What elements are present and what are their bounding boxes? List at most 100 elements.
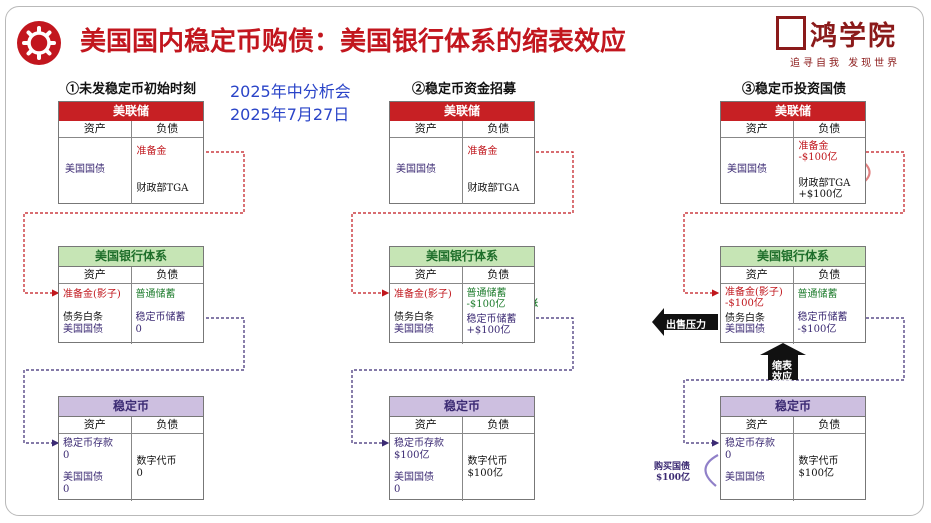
shrink-effect-label-1: 缩表 <box>772 361 792 372</box>
bank-liab-stable-deposits: 稳定币储蓄 <box>797 312 848 323</box>
page-title: 美国国内稳定币购债：美国银行体系的缩表效应 <box>80 27 627 57</box>
bank-title: 美国银行体系 <box>390 247 534 267</box>
bank-title: 美国银行体系 <box>721 247 865 267</box>
panel-2-subtitle: ②稳定币资金招募 <box>412 82 517 97</box>
panel-1-fed-table: 美联储 资产 负债 美国国债 准备金 财政部TGA <box>58 101 204 204</box>
fed-asset-treasury: 美国国债 <box>65 164 105 175</box>
liab-head: 负债 <box>487 122 510 135</box>
bank-liab-stable-change: -$100亿 <box>797 324 837 335</box>
gear-logo-icon <box>16 20 62 66</box>
fed-title: 美联储 <box>721 102 865 121</box>
fed-liab-reserves: 准备金 <box>798 141 829 152</box>
stable-liab-token-value: $100亿 <box>798 468 834 479</box>
panel-1-subtitle: ①未发稳定币初始时刻 <box>66 82 197 97</box>
asset-head: 资产 <box>59 121 132 137</box>
panel-3-stable-table: 稳定币 资产 负债 稳定币存款 0 美国国债 数字代币 $100亿 <box>720 396 866 501</box>
liab-head: 负债 <box>487 268 510 281</box>
asset-head: 资产 <box>59 417 132 433</box>
fed-asset-treasury: 美国国债 <box>396 164 436 175</box>
stable-asset-treasury: 美国国债 <box>394 472 434 483</box>
fed-asset-treasury: 美国国债 <box>727 164 767 175</box>
stable-asset-deposit-value: 0 <box>63 450 70 461</box>
panel-2-bank-table: 美国银行体系 资产 负债 准备金(影子) 债务白条 美国国债 普通储蓄 -$100… <box>389 246 535 344</box>
shrink-effect-label-2: 效应 <box>772 372 792 383</box>
bank-liab-stable-change: +$100亿 <box>466 325 511 336</box>
liab-head: 负债 <box>818 268 841 281</box>
stable-asset-deposit-value: 0 <box>725 450 732 461</box>
bank-asset-treasury: 美国国债 <box>394 324 434 335</box>
panel-1-stable-table: 稳定币 资产 负债 稳定币存款 0 美国国债 0 数字代币 0 <box>58 396 204 501</box>
stable-liab-token-value: $100亿 <box>467 468 503 479</box>
fed-title: 美联储 <box>390 102 534 121</box>
stable-asset-deposit-value: $100亿 <box>394 450 430 461</box>
meeting-date: 2025年7月27日 <box>230 105 350 124</box>
stable-asset-deposit: 稳定币存款 <box>394 438 444 449</box>
liab-head: 负债 <box>487 418 510 431</box>
liab-head: 负债 <box>156 268 179 281</box>
stable-asset-deposit: 稳定币存款 <box>725 438 775 449</box>
bank-asset-iou: 债务白条 <box>63 312 103 323</box>
fed-liab-reserves-change: -$100亿 <box>798 152 838 163</box>
bank-liab-deposits: 普通储蓄 <box>135 289 176 300</box>
stable-title: 稳定币 <box>721 397 865 417</box>
panel-3-subtitle: ③稳定币投资国债 <box>742 82 847 97</box>
bank-liab-stable-value: 0 <box>135 324 142 335</box>
bank-liab-deposits: 普通储蓄 <box>466 288 507 299</box>
bank-asset-iou: 债务白条 <box>394 312 434 323</box>
fed-liab-tga: 财政部TGA <box>798 178 851 189</box>
asset-head: 资产 <box>721 267 794 283</box>
liab-head: 负债 <box>818 122 841 135</box>
stable-liab-token: 数字代币 <box>136 456 177 467</box>
buy-treasury-label: 购买国债 <box>654 462 691 472</box>
bank-liab-stable-deposits: 稳定币储蓄 <box>135 312 186 323</box>
stable-liab-token: 数字代币 <box>467 456 508 467</box>
stable-title: 稳定币 <box>390 397 534 417</box>
asset-head: 资产 <box>390 121 463 137</box>
panel-2-fed-table: 美联储 资产 负债 美国国债 准备金 财政部TGA <box>389 101 535 204</box>
fed-liab-tga-change: +$100亿 <box>798 189 843 200</box>
fed-liab-tga: 财政部TGA <box>136 183 189 194</box>
bank-asset-reserves: 准备金(影子) <box>63 289 121 300</box>
asset-head: 资产 <box>721 417 794 433</box>
bank-asset-reserves-change: -$100亿 <box>725 298 764 309</box>
bank-liab-stable-deposits: 稳定币储蓄 <box>466 314 517 325</box>
sell-pressure-label: 出售压力 <box>666 320 706 331</box>
bank-liab-deposits: 普通储蓄 <box>797 289 838 300</box>
asset-head: 资产 <box>390 417 463 433</box>
stable-asset-treasury-value: 0 <box>394 484 401 495</box>
brand-logo: 鸿学院 追寻自我 发现世界 <box>776 14 916 70</box>
asset-head: 资产 <box>721 121 794 137</box>
brand-seal-icon <box>776 16 806 50</box>
stable-asset-treasury: 美国国债 <box>63 472 103 483</box>
liab-head: 负债 <box>156 418 179 431</box>
bank-asset-reserves: 准备金(影子) <box>725 287 783 298</box>
stable-asset-deposit: 稳定币存款 <box>63 438 113 449</box>
brand-name: 鸿学院 <box>810 21 897 52</box>
stable-liab-token: 数字代币 <box>798 456 839 467</box>
bank-asset-treasury: 美国国债 <box>63 324 103 335</box>
bank-asset-iou: 债务白条 <box>725 313 765 324</box>
fed-liab-tga: 财政部TGA <box>467 183 520 194</box>
bank-asset-treasury: 美国国债 <box>725 324 765 335</box>
asset-head: 资产 <box>390 267 463 283</box>
liab-head: 负债 <box>818 418 841 431</box>
panel-1-bank-table: 美国银行体系 资产 负债 准备金(影子) 债务白条 美国国债 普通储蓄 稳定币储蓄… <box>58 246 204 344</box>
liab-head: 负债 <box>156 122 179 135</box>
fed-title: 美联储 <box>59 102 203 121</box>
stable-title: 稳定币 <box>59 397 203 417</box>
fed-liab-reserves: 准备金 <box>467 146 498 157</box>
brand-slogan: 追寻自我 发现世界 <box>790 58 901 69</box>
stable-asset-treasury-value: 0 <box>63 484 70 495</box>
asset-head: 资产 <box>59 267 132 283</box>
panel-3-bank-table: 美国银行体系 资产 负债 准备金(影子) -$100亿 债务白条 美国国债 普通储… <box>720 246 866 344</box>
buy-treasury-amount: $100亿 <box>656 473 691 483</box>
fed-liab-reserves: 准备金 <box>136 146 167 157</box>
stable-asset-treasury: 美国国债 <box>725 472 765 483</box>
panel-3-fed-table: 美联储 资产 负债 美国国债 准备金 -$100亿 财政部TGA +$100亿 <box>720 101 866 204</box>
bank-title: 美国银行体系 <box>59 247 203 267</box>
panel-2-stable-table: 稳定币 资产 负债 稳定币存款 $100亿 美国国债 0 数字代币 $100亿 <box>389 396 535 501</box>
stable-liab-token-value: 0 <box>136 468 143 479</box>
meeting-name: 2025年中分析会 <box>230 82 351 101</box>
bank-asset-reserves: 准备金(影子) <box>394 289 452 300</box>
bank-liab-deposits-change: -$100亿 <box>466 299 506 310</box>
